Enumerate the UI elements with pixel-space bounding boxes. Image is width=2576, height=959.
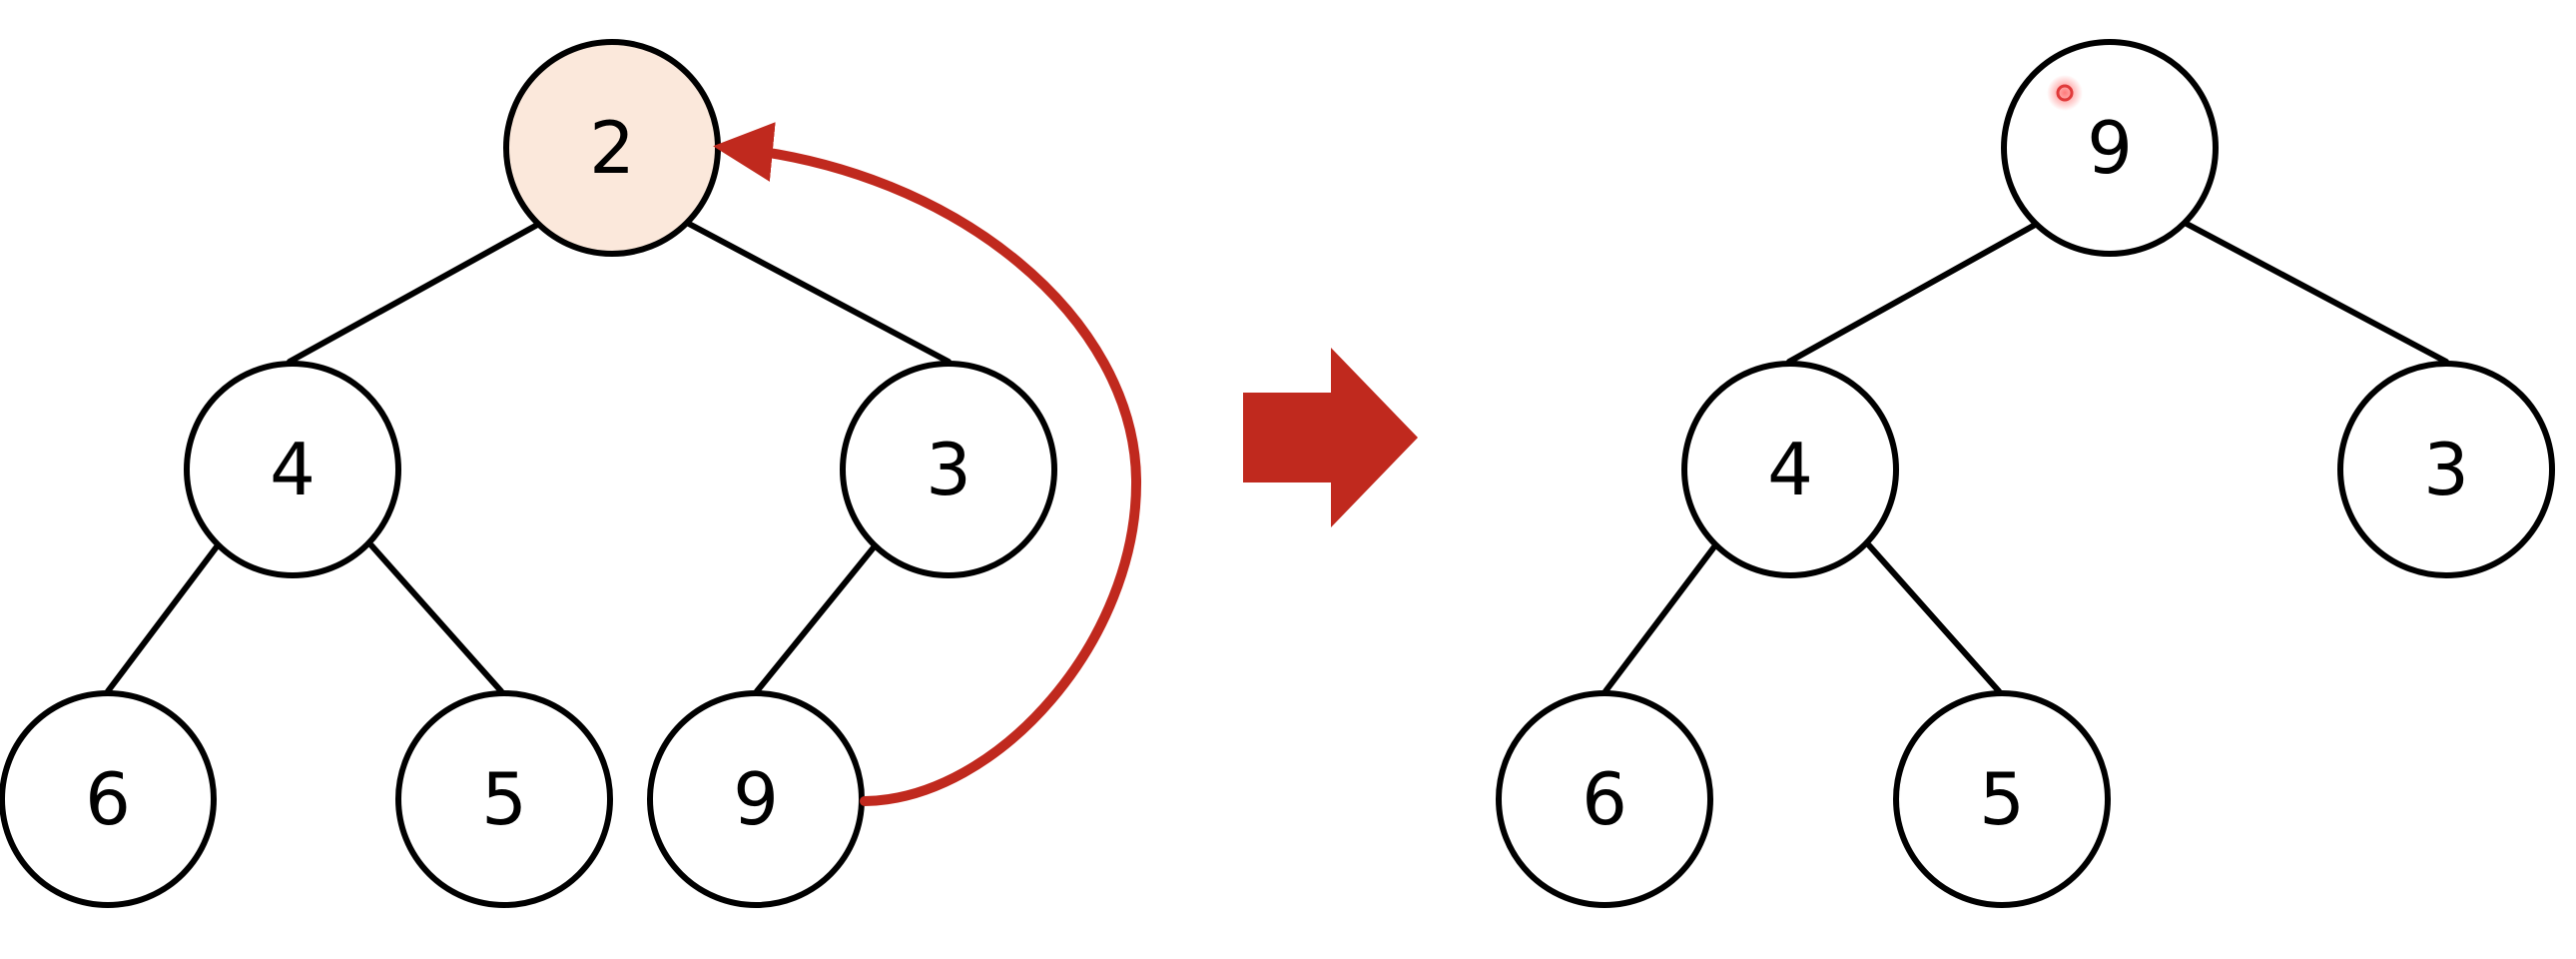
edge-left-leftleft [105,542,221,694]
after-node-root: 9 [2001,39,2219,257]
after-tree-edges [1603,221,2449,694]
right-block-arrow-icon [1243,348,1418,527]
node-circle [1681,361,1899,578]
after-node-left: 4 [1681,361,1899,578]
edge-root-left [1786,221,2040,365]
before-node-left-left: 6 [0,690,217,908]
node-circle [2337,361,2555,578]
edge-root-left [287,221,542,365]
before-tree: 2 4 3 6 5 9 [0,39,1142,908]
edge-left-leftright [368,542,504,694]
node-value: 9 [733,757,779,841]
before-node-left: 4 [184,361,401,578]
node-value: 3 [926,428,971,511]
node-circle [1893,690,2111,908]
node-circle [1496,690,1713,908]
after-node-left-left: 6 [1496,690,1713,908]
node-value: 6 [1582,757,1627,841]
before-node-right: 3 [840,361,1057,578]
edge-root-right [686,221,952,365]
curved-arrow-icon [713,122,1142,806]
pointer-dot-icon [2047,75,2083,111]
after-node-left-right: 5 [1893,690,2111,908]
node-value: 4 [270,428,316,511]
node-circle [840,361,1057,578]
node-value: 6 [85,757,131,841]
after-tree: 9 4 3 6 5 [1496,39,2555,908]
before-tree-edges [105,221,952,694]
before-node-right-left: 9 [647,690,865,908]
node-circle [0,690,217,908]
node-value: 5 [1979,757,2025,841]
after-node-right: 3 [2337,361,2555,578]
before-node-root: 2 [503,39,721,257]
edge-root-right [2184,221,2449,365]
node-value: 2 [589,106,635,190]
before-node-left-right: 5 [395,690,613,908]
edge-left-leftright [1866,542,2002,694]
edge-left-leftleft [1603,542,1718,694]
node-value: 3 [2423,428,2469,511]
node-value: 4 [1767,428,1813,511]
node-circle [395,690,613,908]
node-value: 5 [481,757,527,841]
edge-right-rightleft [754,544,877,694]
node-value: 9 [2087,106,2133,190]
node-circle [184,361,401,578]
